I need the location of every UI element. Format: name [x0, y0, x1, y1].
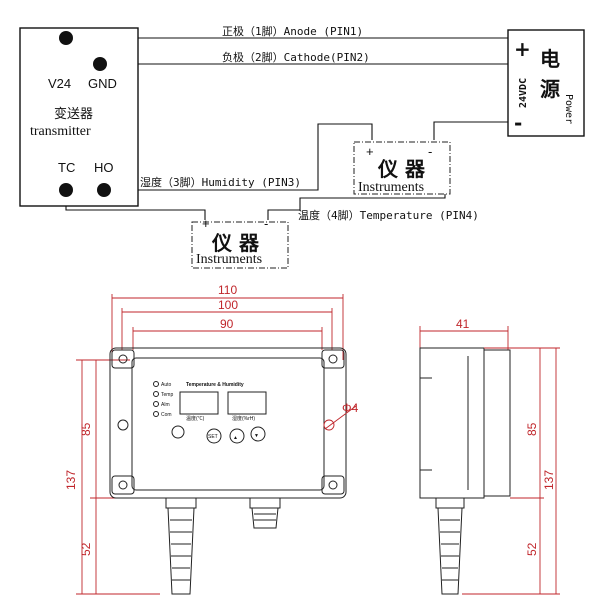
- power-voltage: 24VDC: [518, 78, 529, 108]
- power-minus: -: [514, 111, 522, 135]
- instrument-upper-title-cn: 仪 器: [377, 157, 426, 181]
- side-probe-nut: [435, 497, 465, 509]
- side-body: [419, 347, 485, 499]
- dim-hole: Φ4: [342, 401, 359, 415]
- side-hole-right: [323, 419, 335, 431]
- instrument-lower-title-cn: 仪 器: [211, 231, 260, 255]
- wire-power-minus: [433, 121, 512, 140]
- led-com-label: Com: [161, 412, 172, 418]
- instrument-upper-title-en: Instruments: [358, 180, 424, 195]
- led-com: [153, 411, 159, 417]
- enclosure-outer: [109, 347, 347, 499]
- led-auto: [153, 381, 159, 387]
- dim-52: 52: [79, 542, 93, 556]
- led-alm: [153, 401, 159, 407]
- probe-body: [167, 507, 195, 595]
- led-temp: [153, 391, 159, 397]
- side-lid: [483, 349, 511, 497]
- instrument-lower-minus: -: [264, 216, 268, 231]
- instrument-upper-minus: -: [428, 144, 432, 159]
- power-title-cn-2: 源: [540, 77, 560, 101]
- side-view: 41 137 85 52: [419, 317, 560, 595]
- mount-hole-br: [328, 480, 338, 490]
- terminal-ho-label: HO: [94, 160, 114, 175]
- mount-ear-bl: [111, 475, 135, 495]
- terminal-tc-dot: [59, 183, 73, 197]
- transmitter-title-en: transmitter: [30, 124, 91, 139]
- gland-nut: [249, 497, 281, 509]
- set-button[interactable]: [206, 428, 222, 444]
- side-probe-ribs: [440, 519, 460, 581]
- wire-pin3: [104, 123, 373, 191]
- instrument-lower-title-en: Instruments: [196, 252, 262, 267]
- up-icon: ▲: [233, 435, 238, 441]
- display-humidity: [227, 391, 267, 415]
- pin2-label: 负极（2脚）Cathode(PIN2): [222, 50, 370, 64]
- terminal-ho-dot: [97, 183, 111, 197]
- instrument-lower-plus: +: [202, 216, 210, 231]
- up-button[interactable]: [229, 428, 245, 444]
- cable-gland: [251, 507, 279, 529]
- led-alm-label: Alm: [161, 402, 170, 408]
- mount-ear-tl: [111, 349, 135, 369]
- button-blank[interactable]: [171, 425, 185, 439]
- power-plus: +: [514, 37, 531, 61]
- side-probe-body: [437, 507, 463, 595]
- mount-hole-tl: [118, 354, 128, 364]
- terminal-gnd-dot: [93, 57, 107, 71]
- terminal-gnd-label: GND: [88, 76, 117, 91]
- display-temperature: [179, 391, 219, 415]
- dim-110: 110: [218, 283, 237, 297]
- instrument-upper-box: [353, 141, 451, 195]
- power-title-cn-1: 电: [540, 47, 560, 71]
- transmitter-title-cn: 变送器: [54, 106, 93, 121]
- down-button[interactable]: [250, 426, 266, 442]
- dim-41: 41: [456, 317, 470, 331]
- enclosure-lid: [131, 357, 325, 491]
- instrument-upper-plus: +: [366, 144, 374, 159]
- panel-title: Temperature & Humidity: [186, 382, 244, 388]
- mount-ear-br: [321, 475, 345, 495]
- terminal-v24-label: V24: [48, 76, 71, 91]
- mount-hole-tr: [328, 354, 338, 364]
- dim-137: 137: [64, 470, 78, 490]
- mount-ear-tr: [321, 349, 345, 369]
- probe-ribs: [170, 519, 192, 581]
- led-temp-label: Temp: [161, 392, 173, 398]
- gland-ribs: [254, 513, 276, 521]
- led-auto-label: Auto: [161, 382, 172, 388]
- power-title-en: Power: [563, 94, 574, 124]
- power-box: [507, 29, 585, 137]
- terminal-v24-dot: [59, 31, 73, 45]
- dim-90: 90: [220, 317, 234, 331]
- side-dim-85: 85: [525, 422, 539, 436]
- wire-pin2: [100, 63, 521, 96]
- side-dim-52: 52: [525, 542, 539, 556]
- side-hole-left: [117, 419, 129, 431]
- instrument-lower-box: [191, 221, 289, 269]
- wiring-diagram: V24 GND 变送器 transmitter TC HO 正极（1脚）Anod…: [19, 24, 585, 269]
- pin4-label: 温度（4脚）Temperature (PIN4): [298, 208, 479, 222]
- set-button-label: SET: [208, 434, 218, 440]
- dim-85: 85: [79, 422, 93, 436]
- terminal-tc-label: TC: [58, 160, 75, 175]
- pin3-label: 湿度（3脚）Humidity (PIN3): [140, 175, 301, 189]
- dim-100: 100: [218, 298, 238, 312]
- probe-nut: [165, 497, 197, 509]
- side-details: [420, 356, 469, 490]
- led-indicators: Auto Temp Alm Com: [153, 381, 173, 418]
- mount-hole-bl: [118, 480, 128, 490]
- display-temperature-label: 温度(℃): [186, 415, 205, 422]
- pin1-label: 正极（1脚）Anode (PIN1): [222, 24, 363, 38]
- down-icon: ▼: [254, 433, 259, 439]
- front-view: 110 100 90 137 85 52 Φ4: [64, 283, 359, 595]
- side-dim-137: 137: [542, 470, 556, 490]
- transmitter-box: [19, 27, 139, 207]
- display-humidity-label: 湿度(%rH): [232, 415, 255, 422]
